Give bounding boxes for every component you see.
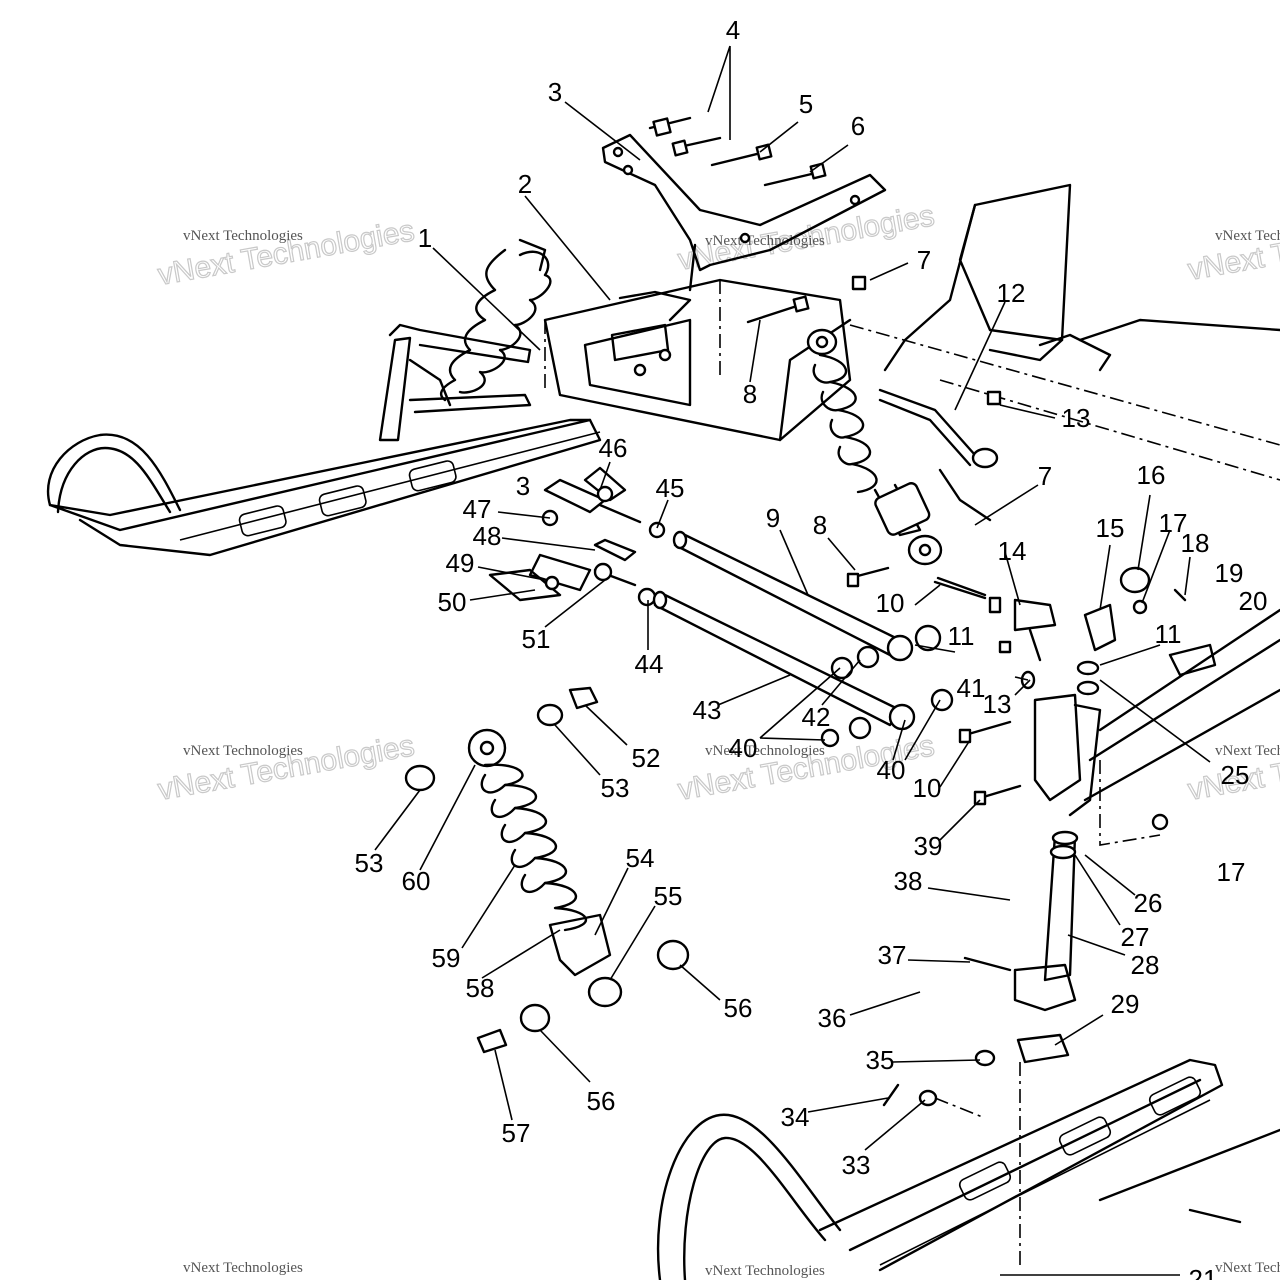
callout-55: 55 xyxy=(654,881,683,911)
callout-7: 7 xyxy=(1038,461,1052,491)
bulkhead xyxy=(543,278,852,442)
callout-11: 11 xyxy=(948,621,975,651)
callout-12: 12 xyxy=(997,278,1026,308)
watermark-small: vNext Technologies xyxy=(1215,743,1280,759)
leader-lines xyxy=(374,45,1211,1276)
callout-labels: 1 2 3 3 4 5 6 7 7 8 8 9 10 10 11 11 12 1… xyxy=(355,15,1268,1280)
watermark-small: vNext Technologies xyxy=(1215,1260,1280,1276)
callout-34: 34 xyxy=(781,1102,810,1132)
callout-11: 11 xyxy=(1155,619,1182,649)
callout-35: 35 xyxy=(866,1045,895,1075)
callout-8: 8 xyxy=(813,510,827,540)
callout-21: 21 xyxy=(1189,1264,1218,1280)
watermark-small: vNext Technologies xyxy=(705,1263,825,1279)
callout-15: 15 xyxy=(1096,513,1125,543)
mount-bracket-cluster xyxy=(488,466,666,607)
callout-8: 8 xyxy=(743,379,757,409)
callout-50: 50 xyxy=(438,587,467,617)
watermark-small: vNext Technologies xyxy=(1215,228,1280,244)
callout-39: 39 xyxy=(914,831,943,861)
right-shock-upper xyxy=(806,328,943,566)
callout-10: 10 xyxy=(913,773,942,803)
right-spindle xyxy=(1013,693,1102,1064)
left-spindle-assembly xyxy=(378,238,552,442)
callout-33: 33 xyxy=(842,1150,871,1180)
callout-56: 56 xyxy=(724,993,753,1023)
callout-40: 40 xyxy=(877,755,906,785)
watermark-small: vNext Technologies xyxy=(705,743,825,759)
callout-57: 57 xyxy=(502,1118,531,1148)
callout-53: 53 xyxy=(601,773,630,803)
callout-17: 17 xyxy=(1159,508,1188,538)
hardware-misc xyxy=(846,566,1242,1270)
watermark-large: vNext Technologies xyxy=(155,214,416,292)
tie-rod-upper xyxy=(878,388,999,522)
callout-49: 49 xyxy=(446,548,475,578)
watermark-large: vNext Technologies xyxy=(155,729,416,807)
callout-4: 4 xyxy=(726,15,740,45)
callout-9: 9 xyxy=(766,503,780,533)
callout-2: 2 xyxy=(518,169,532,199)
callout-53: 53 xyxy=(355,848,384,878)
callout-6: 6 xyxy=(851,111,865,141)
watermark-small: vNext Technologies xyxy=(183,228,303,244)
callout-3: 3 xyxy=(516,471,530,501)
callout-13: 13 xyxy=(1062,403,1091,433)
callout-48: 48 xyxy=(473,521,502,551)
watermark-group: vNext Technologies vNext Technologies vN… xyxy=(155,199,1280,1279)
callout-51: 51 xyxy=(522,624,551,654)
callout-56: 56 xyxy=(587,1086,616,1116)
left-coil-spring xyxy=(439,248,552,402)
callout-40: 40 xyxy=(729,733,758,763)
callout-46: 46 xyxy=(599,433,628,463)
callout-47: 47 xyxy=(463,494,492,524)
callout-38: 38 xyxy=(894,866,923,896)
steering-arm-cluster xyxy=(933,566,1217,696)
callout-29: 29 xyxy=(1111,989,1140,1019)
bolt-group-top xyxy=(648,116,1002,406)
callout-36: 36 xyxy=(818,1003,847,1033)
callout-26: 26 xyxy=(1134,888,1163,918)
callout-43: 43 xyxy=(693,695,722,725)
callout-54: 54 xyxy=(626,843,655,873)
callout-28: 28 xyxy=(1131,950,1160,980)
callout-44: 44 xyxy=(635,649,664,679)
callout-58: 58 xyxy=(466,973,495,1003)
upper-bracket xyxy=(601,133,887,292)
callout-16: 16 xyxy=(1137,460,1166,490)
callout-25: 25 xyxy=(1221,760,1250,790)
watermark-large: vNext Technologies xyxy=(1185,209,1280,287)
callout-1: 1 xyxy=(418,223,432,253)
right-ski xyxy=(656,1058,1280,1280)
callout-60: 60 xyxy=(402,866,431,896)
watermark-small: vNext Technologies xyxy=(183,1260,303,1276)
callout-13: 13 xyxy=(983,689,1012,719)
callout-17: 17 xyxy=(1217,857,1246,887)
lower-shock xyxy=(404,686,690,1054)
callout-14: 14 xyxy=(998,536,1027,566)
callout-45: 45 xyxy=(656,473,685,503)
callout-5: 5 xyxy=(799,89,813,119)
callout-42: 42 xyxy=(802,702,831,732)
right-frame-rails xyxy=(1083,608,1280,846)
callout-19: 19 xyxy=(1215,558,1244,588)
callout-10: 10 xyxy=(876,588,905,618)
callout-52: 52 xyxy=(632,743,661,773)
radius-rod-upper xyxy=(672,530,942,662)
callout-41: 41 xyxy=(957,673,986,703)
left-ski xyxy=(47,418,602,557)
callout-37: 37 xyxy=(878,940,907,970)
callout-27: 27 xyxy=(1121,922,1150,952)
callout-18: 18 xyxy=(1181,528,1210,558)
watermark-small: vNext Technologies xyxy=(183,743,303,759)
callout-3: 3 xyxy=(548,77,562,107)
radius-rod-lower xyxy=(652,590,954,748)
callout-7: 7 xyxy=(917,245,931,275)
callout-59: 59 xyxy=(432,943,461,973)
watermark-small: vNext Technologies xyxy=(705,233,825,249)
callout-20: 20 xyxy=(1239,586,1268,616)
